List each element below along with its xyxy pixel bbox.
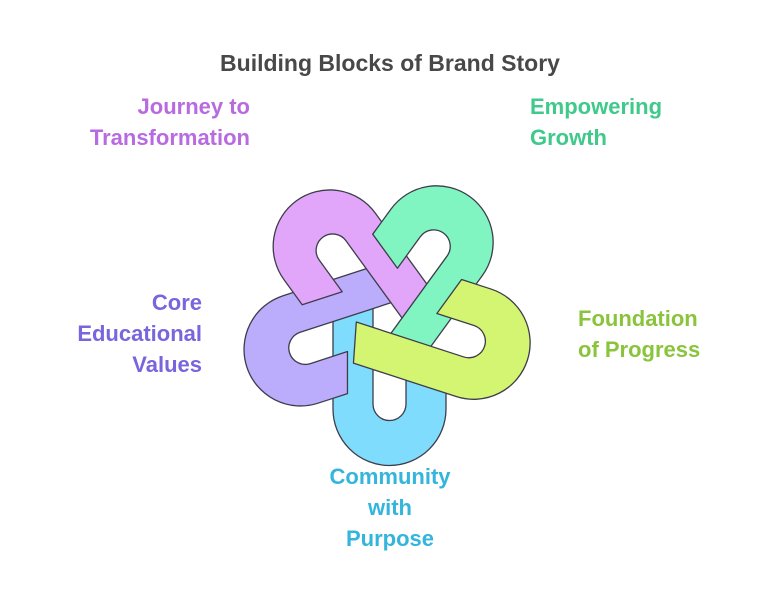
label-line: Empowering	[530, 94, 663, 119]
label-foundation-of-progress: Foundation of Progress	[578, 303, 700, 365]
label-line: Core	[151, 290, 202, 315]
label-community-with-purpose: Community with Purpose	[290, 461, 490, 554]
label-line: with	[368, 495, 412, 520]
label-line: Educational	[77, 321, 202, 346]
label-line: Transformation	[89, 125, 250, 150]
segment-foundation-of-progress	[352, 278, 531, 400]
label-line: Purpose	[345, 526, 435, 551]
label-line: Community	[329, 464, 451, 489]
label-line: Foundation	[578, 306, 698, 331]
segment-empowering-growth	[372, 185, 494, 364]
label-journey-to-transformation: Journey to Transformation	[90, 91, 250, 153]
label-line: Values	[132, 352, 202, 377]
label-line: of Progress	[578, 337, 701, 362]
segment-core-educational-values	[243, 261, 409, 407]
label-line: Growth	[530, 125, 607, 150]
segment-journey-to-transformation	[272, 189, 440, 333]
label-empowering-growth: Empowering Growth	[530, 91, 662, 153]
label-core-educational-values: Core Educational Values	[77, 287, 202, 380]
label-line: Journey to	[137, 94, 250, 119]
diagram-title: Building Blocks of Brand Story	[220, 50, 560, 76]
